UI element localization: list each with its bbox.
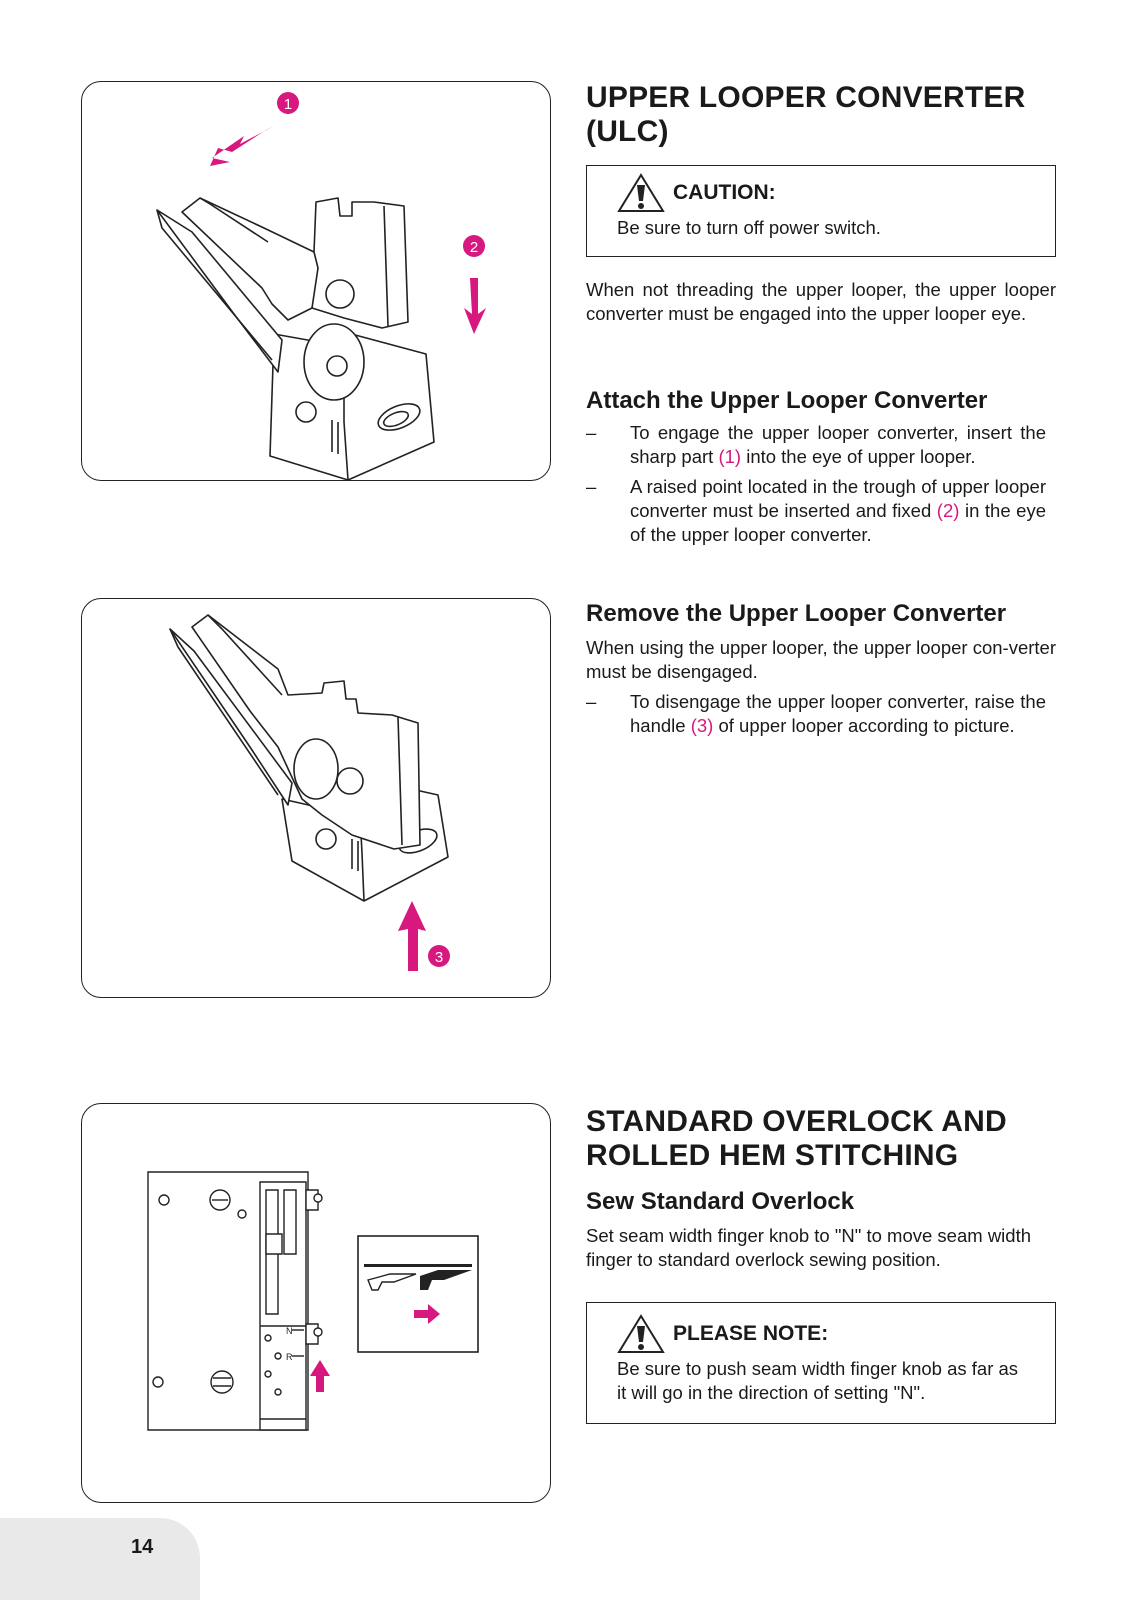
svg-text:2: 2 — [470, 239, 478, 256]
svg-text:3: 3 — [435, 949, 443, 966]
setting-label-r: R — [286, 1352, 293, 1362]
overlock-text: Set seam width finger knob to "N" to mov… — [586, 1225, 1032, 1270]
warning-triangle-icon — [617, 1314, 665, 1353]
arrow-icon — [398, 901, 426, 971]
remove-steps: – To disengage the upper looper converte… — [586, 690, 1046, 744]
setting-label-n: N — [286, 1326, 293, 1336]
marker-3: 3 — [428, 945, 450, 967]
section-overlock-title: STANDARD OVERLOCK AND ROLLED HEM STITCHI… — [586, 1105, 1056, 1173]
seam-width-illustration: N R — [147, 1171, 479, 1431]
list-item: – To disengage the upper looper converte… — [586, 691, 1046, 736]
caution-text: Be sure to turn off power switch. — [617, 217, 881, 238]
section-title-line1: UPPER LOOPER CONVERTER — [586, 81, 1026, 114]
remove-intro: When using the upper looper, the upper l… — [586, 637, 1056, 682]
caution-title: CAUTION: — [673, 181, 776, 204]
arrow-icon — [464, 278, 486, 334]
marker-1: 1 — [277, 92, 299, 114]
section-ulc-title: UPPER LOOPER CONVERTER (ULC) — [586, 81, 1056, 149]
note-text: Be sure to push seam width finger knob a… — [617, 1358, 1019, 1403]
marker-2: 2 — [463, 235, 485, 257]
attach-heading: Attach the Upper Looper Converter — [586, 387, 988, 414]
attach-converter-illustration: 1 2 — [156, 92, 486, 480]
note-title: PLEASE NOTE: — [673, 1322, 829, 1345]
ulc-intro-block: When not threading the upper looper, the… — [586, 278, 1056, 326]
list-item: – A raised point located in the trough o… — [586, 476, 1046, 545]
overlock-heading-block: Sew Standard Overlock — [586, 1188, 1056, 1216]
overlock-text-block: Set seam width finger knob to "N" to mov… — [586, 1224, 1056, 1272]
remove-heading-block: Remove the Upper Looper Converter — [586, 600, 1056, 628]
figure-remove-converter: 3 — [81, 598, 551, 998]
figure-seam-width: N R — [81, 1103, 551, 1503]
remove-intro-block: When using the upper looper, the upper l… — [586, 636, 1056, 684]
caution-box: CAUTION: Be sure to turn off power switc… — [586, 165, 1056, 257]
page-number: 14 — [131, 1536, 154, 1558]
figure-attach-converter: 1 2 — [81, 81, 551, 481]
attach-heading-block: Attach the Upper Looper Converter — [586, 387, 1056, 415]
warning-triangle-icon — [617, 173, 665, 212]
section-title-line2: (ULC) — [586, 115, 669, 148]
ref-3: (3) — [690, 715, 714, 736]
ref-2: (2) — [936, 500, 960, 521]
arrow-icon — [310, 1360, 330, 1392]
section2-title-line2: ROLLED HEM STITCHING — [586, 1139, 959, 1172]
overlock-heading: Sew Standard Overlock — [586, 1188, 855, 1215]
section2-title-line1: STANDARD OVERLOCK AND — [586, 1105, 1007, 1138]
ulc-intro: When not threading the upper looper, the… — [586, 279, 1056, 324]
ref-1: (1) — [718, 446, 742, 467]
arrow-icon — [414, 1304, 440, 1324]
svg-text:1: 1 — [284, 96, 292, 113]
page-number-tab — [0, 1518, 200, 1600]
please-note-box: PLEASE NOTE: Be sure to push seam width … — [586, 1302, 1056, 1424]
remove-converter-illustration: 3 — [169, 614, 450, 971]
list-item: – To engage the upper looper converter, … — [586, 422, 1046, 467]
remove-heading: Remove the Upper Looper Converter — [586, 600, 1007, 627]
arrow-icon — [210, 126, 274, 166]
attach-steps: – To engage the upper looper converter, … — [586, 421, 1046, 553]
